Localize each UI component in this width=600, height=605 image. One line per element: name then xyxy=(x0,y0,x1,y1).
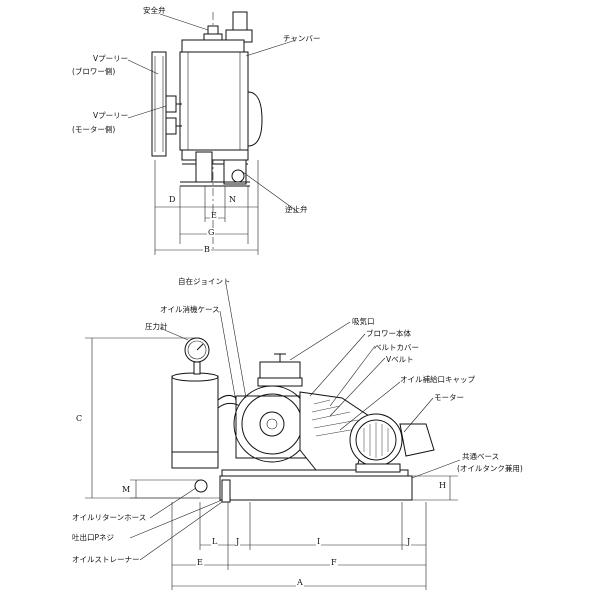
dim-F: F xyxy=(330,558,338,567)
dim-H: H xyxy=(438,481,447,490)
dim-C: C xyxy=(75,414,84,423)
dim-E-top: E xyxy=(210,211,218,220)
label-oil-mist-case: オイル消機ケース xyxy=(160,305,220,314)
leader-lines xyxy=(127,13,461,561)
label-common-base-sub: (オイルタンク兼用) xyxy=(457,464,523,473)
label-v-belt: Vベルト xyxy=(386,355,414,364)
dim-L: L xyxy=(211,537,219,546)
label-blower-body: ブロワー本体 xyxy=(366,329,411,338)
label-outlet: 吐出口Pネジ xyxy=(72,533,115,542)
label-motor: モーター xyxy=(434,393,464,402)
dim-J-left: J xyxy=(235,537,241,546)
label-common-base: 共通ベース xyxy=(462,452,500,461)
dim-B: B xyxy=(203,245,211,254)
dim-E-side: E xyxy=(196,558,204,567)
dim-G: G xyxy=(207,228,216,237)
label-v-pulley-blower: Vプーリー xyxy=(93,54,129,63)
label-oil-cap: オイル補給口キャップ xyxy=(400,375,475,384)
label-belt-cover: ベルトカバー xyxy=(374,343,419,352)
label-oil-strainer: オイルストレーナー xyxy=(72,555,140,564)
label-oil-return-hose: オイルリターンホース xyxy=(72,513,147,522)
side-view xyxy=(85,337,458,590)
label-flex-joint: 自在ジョイント xyxy=(178,277,231,286)
label-chamber: チャンバー xyxy=(283,34,321,43)
dim-J-right: J xyxy=(406,537,412,546)
dim-M: M xyxy=(121,485,132,494)
dim-A: A xyxy=(296,578,304,587)
label-intake: 吸気口 xyxy=(352,317,375,326)
dim-D: D xyxy=(168,195,177,204)
label-pressure-gauge: 圧力計 xyxy=(145,322,168,331)
label-v-pulley-motor: Vプーリー xyxy=(93,111,129,120)
label-v-pulley-blower-sub: (ブロワー側) xyxy=(72,67,116,76)
dim-N: N xyxy=(228,195,237,204)
label-safety-valve: 安全弁 xyxy=(143,6,166,15)
top-view xyxy=(151,11,263,255)
label-check-valve: 逆止弁 xyxy=(285,205,308,214)
dim-I: I xyxy=(316,537,322,546)
label-v-pulley-motor-sub: (モーター側) xyxy=(72,125,116,134)
